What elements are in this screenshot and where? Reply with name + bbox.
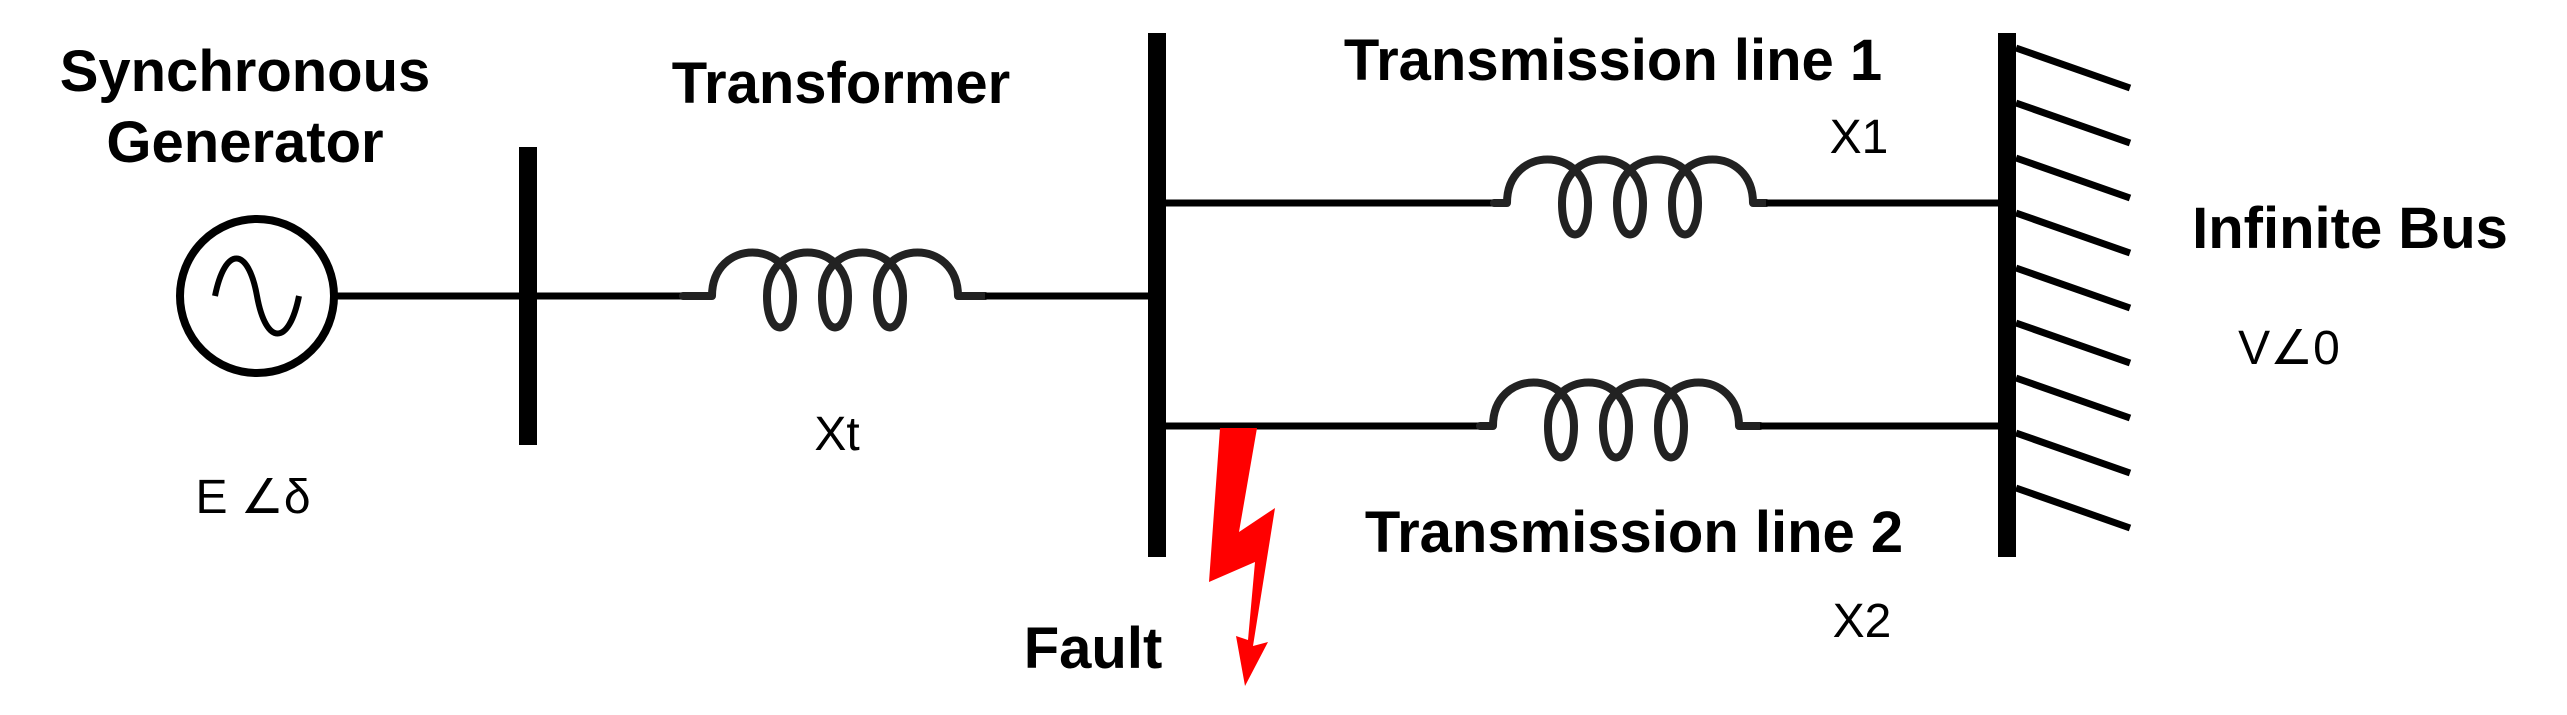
line2-reactance-label: X2 [1833, 595, 1892, 648]
line1-reactance-label: X1 [1830, 111, 1889, 164]
line1-label: Transmission line 1 [1344, 28, 1882, 93]
line1-coil-icon [1490, 155, 1770, 239]
infinite-bus-voltage-label: V∠0 [2238, 322, 2340, 375]
generator-label-line1: Synchronous [60, 39, 431, 104]
transformer-reactance-label: Xt [814, 408, 859, 461]
generator-label-line2: Generator [106, 110, 383, 175]
infinite-bus-hatch-icon [1998, 33, 2132, 557]
transformer-coil-icon [679, 248, 989, 332]
transformer-label: Transformer [672, 51, 1010, 116]
infinite-bus-label: Infinite Bus [2192, 196, 2508, 261]
fault-label: Fault [1024, 616, 1163, 681]
synchronous-generator [176, 215, 338, 377]
ac-source-icon [212, 255, 302, 337]
lightning-bolt-icon [1209, 428, 1275, 686]
line2-label: Transmission line 2 [1365, 500, 1903, 565]
line2-coil-icon [1476, 378, 1764, 462]
generator-voltage-label: E ∠δ [195, 471, 310, 524]
